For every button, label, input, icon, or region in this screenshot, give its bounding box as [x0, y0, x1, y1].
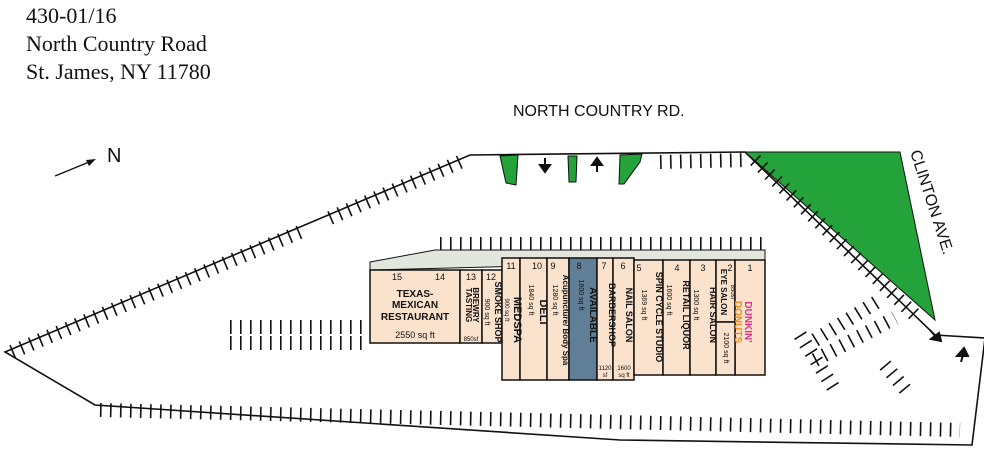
tenant-name: AVAILABLE [587, 287, 598, 343]
unit-size: 850sf [464, 337, 479, 343]
tenant-name: RESTAURANT [381, 312, 449, 323]
arrow-up-icon [590, 156, 604, 172]
unit-size: 1120 [599, 366, 613, 372]
north-label: N [107, 145, 121, 167]
tenant-name: DONUTS [732, 301, 743, 344]
unit-size: 1840 sq ft [527, 285, 534, 316]
unit-10[interactable] [519, 257, 548, 381]
unit-size: 900 sq ft [483, 299, 490, 326]
property-address: 430-01/16 North Country Road St. James, … [26, 2, 211, 86]
unit-1[interactable] [734, 259, 766, 376]
address-line-1: 430-01/16 [26, 3, 117, 28]
unit-size: 1600 sq ft [665, 285, 672, 316]
tenant-name: EYE SALON [719, 269, 728, 315]
tenant-name: BARBERSHOP [607, 283, 617, 347]
tenant-name: MEDSPA [511, 297, 523, 343]
unit-size: sq ft [618, 373, 630, 379]
unit-1-extension [715, 321, 736, 376]
unit-number: 11 [506, 261, 515, 271]
unit-size: 2100 sq ft [722, 333, 729, 364]
unit-number: 10 [532, 261, 542, 271]
unit-size: 1280 sq ft [551, 285, 558, 316]
unit-size: sf [603, 373, 608, 379]
unit-4[interactable] [662, 259, 691, 376]
tenant-name: DUNKIN' [742, 301, 753, 342]
address-line-3: St. James, NY 11780 [26, 59, 211, 84]
unit-number: 13 [466, 272, 476, 282]
unit-size: 1300 sq ft [692, 290, 699, 321]
unit-number: 14 [435, 272, 445, 282]
arrow-down-icon [928, 329, 943, 343]
unit-number: 6 [620, 261, 625, 271]
arrow-down-icon [538, 158, 552, 174]
landscape-island-3 [618, 153, 643, 185]
tenant-name: BREWRY [471, 287, 480, 323]
tenant-name: TEXAS- [397, 289, 434, 300]
traffic-arrows [538, 156, 970, 363]
tenant-name: HAIR SALON [708, 287, 718, 343]
unit-number: 2 [727, 263, 732, 273]
unit-size: 900 sq ft [503, 298, 509, 321]
arrow-up-icon [954, 346, 970, 363]
address-line-2: North Country Road [26, 31, 207, 56]
tenant-name: RETAIL LIQUOR [681, 280, 691, 350]
tenant-name: Acupuncture/ Body Spa [561, 275, 570, 366]
unit-size: 1369 sq ft [640, 290, 647, 321]
dunkin-donuts-logo: DUNKIN' DONUTS [732, 301, 753, 344]
tenant-name: TASTING [464, 288, 473, 323]
unit-size: 1600 [617, 366, 631, 372]
unit-number: 3 [700, 263, 705, 273]
unit-number: 4 [674, 263, 679, 273]
unit-number: 1 [747, 263, 752, 273]
tenant-name: SPIN CYCLE STUDIO [654, 272, 664, 363]
unit-number: 9 [550, 261, 555, 271]
landscape-island-2 [567, 155, 578, 183]
tenant-name: NAIL SALON [624, 288, 634, 343]
north-arrow-icon: N [54, 145, 121, 177]
parking-stalls [9, 153, 961, 437]
unit-number: 15 [392, 272, 402, 282]
unit-number: 7 [601, 261, 606, 271]
unit-number: 12 [486, 272, 496, 282]
building-units [369, 257, 766, 381]
unit-size: 2550 sq ft [395, 330, 435, 340]
landscape-island-1 [499, 154, 519, 186]
tenant-name: DELI [537, 299, 549, 324]
unit-size: 850sf [729, 285, 735, 300]
tenant-name: SMOKE SHOP [493, 281, 503, 342]
road-label-north-country: NORTH COUNTRY RD. [513, 103, 685, 120]
unit-number: 8 [576, 261, 581, 271]
unit-size: 1600 sq ft [577, 280, 584, 311]
unit-number: 5 [636, 263, 641, 273]
tenant-name: MEXICAN [392, 300, 438, 311]
